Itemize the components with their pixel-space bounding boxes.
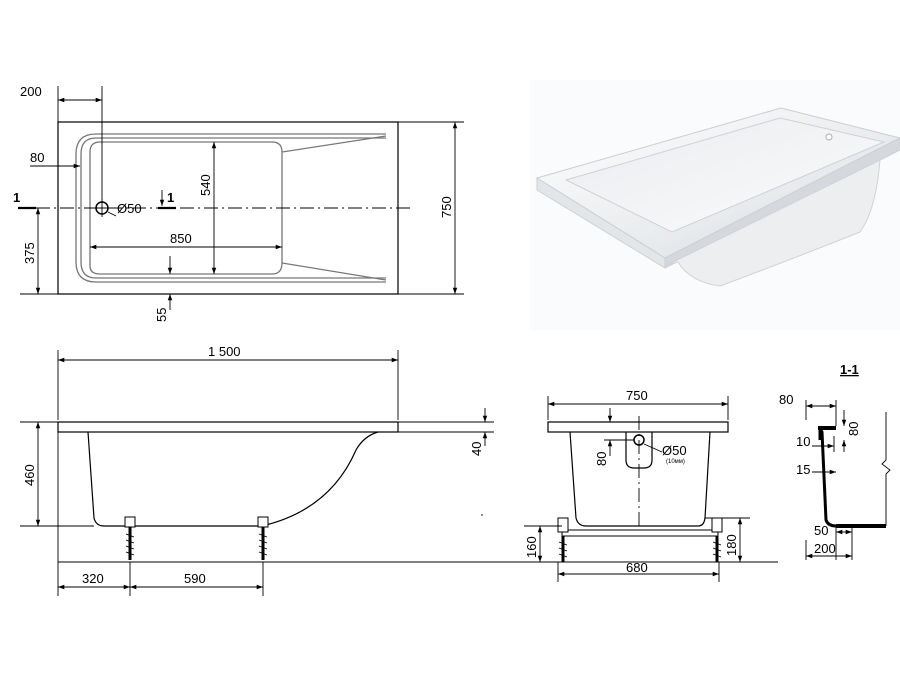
dim-460: 460 — [22, 464, 37, 486]
render-side — [664, 137, 900, 269]
dim-750: 750 — [439, 196, 454, 218]
side-rim — [57, 421, 399, 433]
drain-label: Ø50 — [662, 443, 687, 458]
side-leg — [124, 516, 136, 560]
dim-375: 375 — [22, 242, 37, 264]
tub-rim-inner — [80, 137, 386, 279]
drain-leader — [643, 443, 663, 453]
dim-40: 40 — [469, 442, 484, 456]
end-view: 750 Ø50 (10мм) 80 — [524, 388, 750, 582]
render-basin — [564, 117, 886, 233]
dim-850: 850 — [170, 231, 192, 246]
dim-590: 590 — [184, 571, 206, 586]
side-body — [87, 431, 379, 527]
dim-80-top: 80 — [779, 392, 793, 407]
tub-basin — [281, 135, 387, 281]
dim-1500: 1 500 — [208, 344, 241, 359]
dim-55: 55 — [154, 308, 169, 322]
section-title: 1-1 — [840, 362, 859, 377]
section-break-line — [881, 412, 891, 526]
render-overflow-icon — [825, 133, 833, 141]
end-frame — [561, 529, 719, 537]
dim-80: 80 — [594, 452, 609, 466]
dim-320: 320 — [82, 571, 104, 586]
end-leg — [557, 517, 569, 562]
dim-15: 15 — [796, 462, 810, 477]
dim-200: 200 — [20, 84, 42, 99]
dim-680: 680 — [626, 560, 648, 575]
dim-180: 180 — [724, 534, 739, 556]
end-body — [569, 431, 711, 527]
end-rim — [547, 421, 729, 433]
end-leg — [711, 517, 723, 562]
section-profile — [818, 426, 884, 528]
tub-render — [530, 80, 900, 330]
dim-80-side: 80 — [846, 422, 861, 436]
dim-160: 160 — [524, 536, 539, 558]
drain-note: (10мм) — [666, 459, 685, 465]
top-view: Ø50 1 1 200 80 540 850 750 375 55 — [13, 84, 464, 322]
drain-label: Ø50 — [117, 201, 142, 216]
tub-basin-floor — [89, 141, 283, 275]
dim-540: 540 — [198, 174, 213, 196]
section-label-right: 1 — [167, 190, 174, 205]
drain-leader — [107, 211, 117, 217]
dim-10: 10 — [796, 434, 810, 449]
section-view: 1-1 80 80 10 15 50 200 — [779, 362, 891, 560]
side-leg — [257, 516, 269, 560]
section-rim — [818, 426, 836, 430]
dim-80: 80 — [30, 150, 44, 165]
dim-200: 200 — [814, 541, 836, 556]
dim-50: 50 — [814, 523, 828, 538]
render-body — [664, 159, 881, 287]
tub-rim-outer — [75, 133, 386, 283]
side-view: 1 500 460 40 — [20, 344, 778, 596]
dim-750: 750 — [626, 388, 648, 403]
section-label-left: 1 — [13, 190, 20, 205]
